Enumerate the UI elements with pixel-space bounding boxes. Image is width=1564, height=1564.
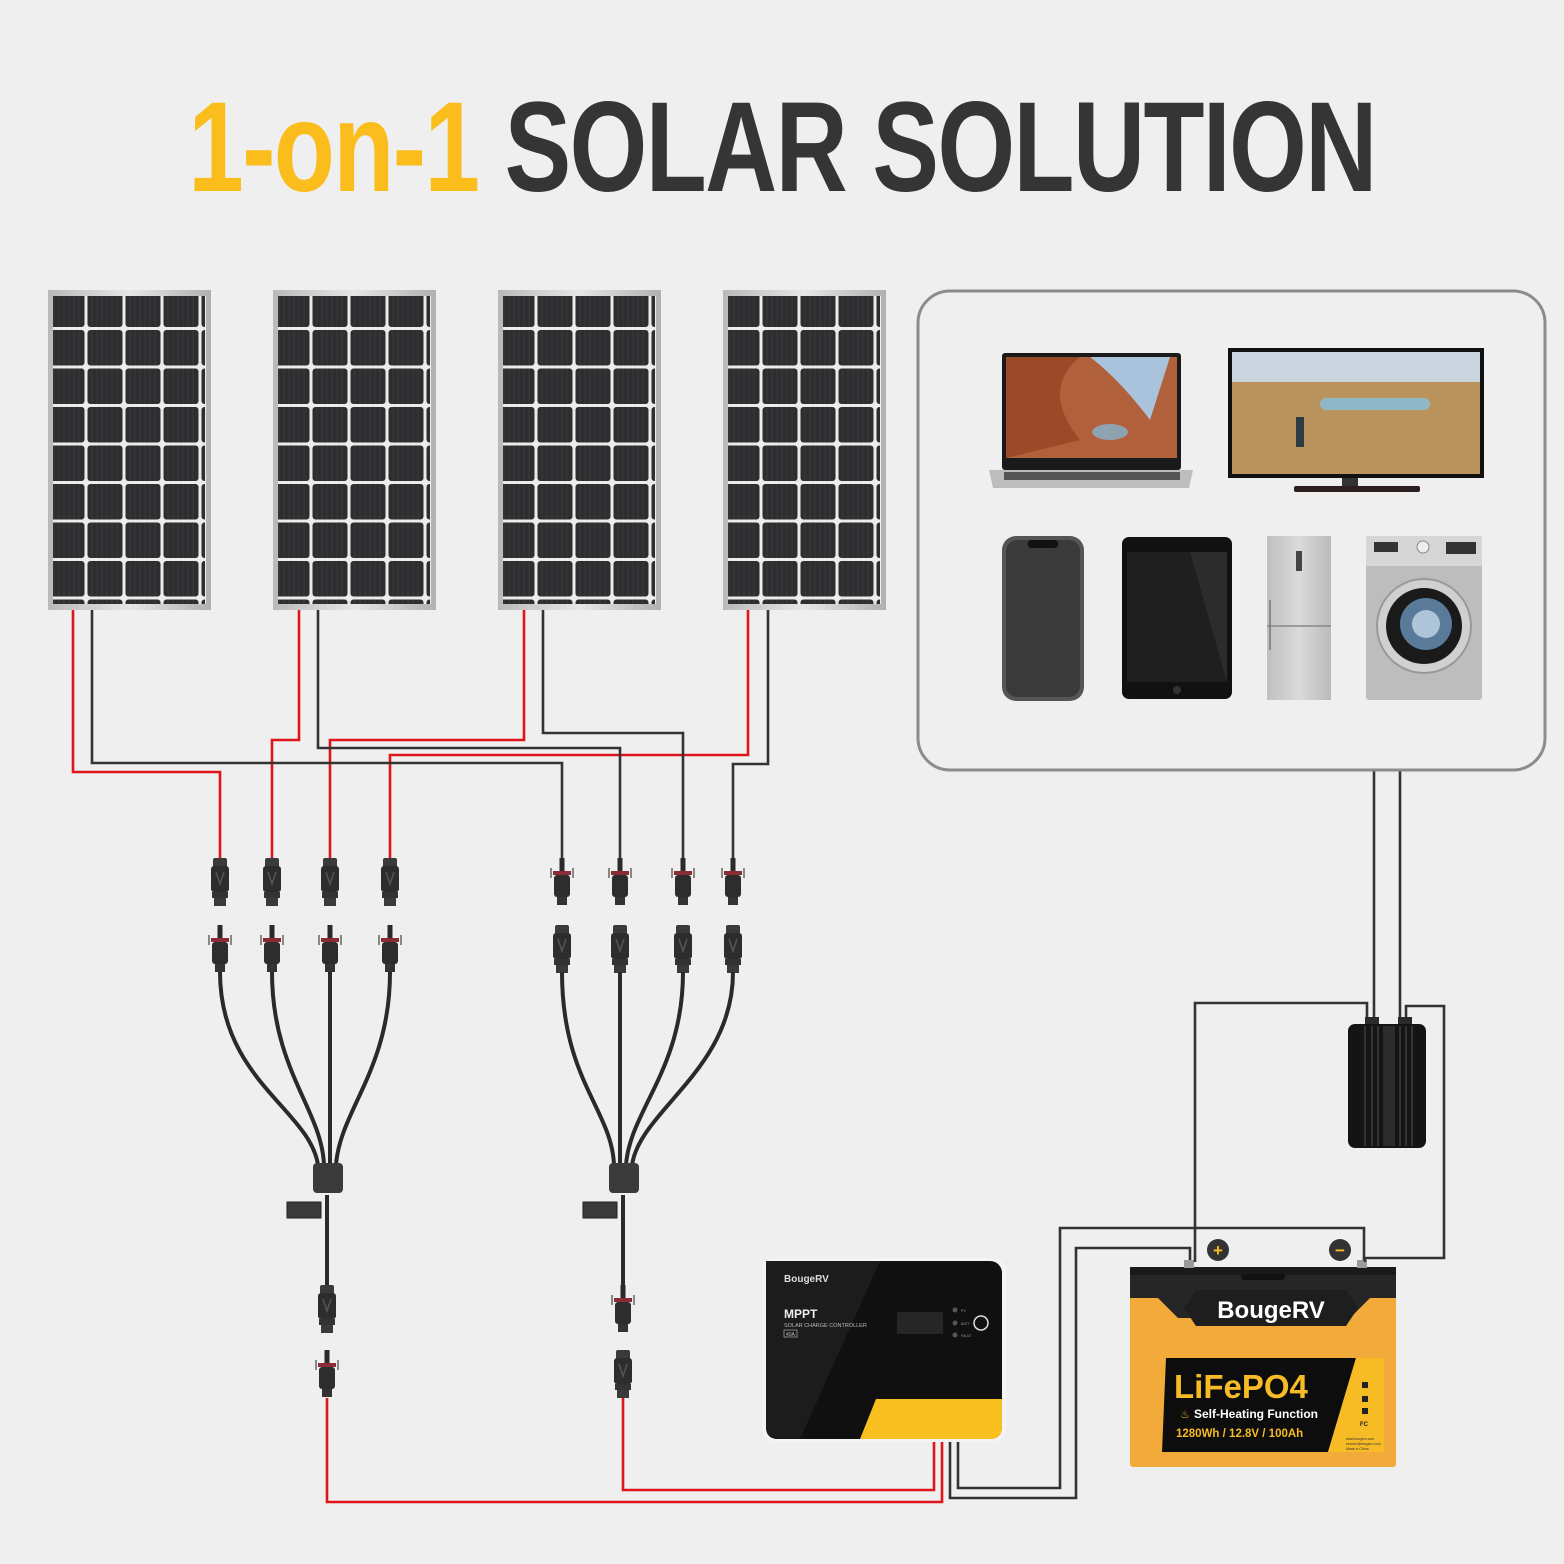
led-fault [952,1332,958,1338]
led-batt [952,1320,958,1326]
fc-mark: FC [1360,1422,1369,1428]
negative-terminal-icon [1329,1239,1351,1261]
laptop-icon [989,353,1193,488]
positive-terminal-icon [1207,1239,1229,1261]
svg-text:BATT: BATT [961,1322,971,1326]
inverter-wiring [1193,770,1446,1262]
output-connectors [315,1284,635,1399]
controller-pv-wiring [325,1398,944,1504]
page-title: 1-on-1 SOLAR SOLUTION [172,78,1392,218]
led-pv [952,1307,958,1313]
battery-chemistry: LiFePO4 [1174,1368,1309,1405]
controller-model: MPPT [784,1307,818,1321]
copper-tag-negative [582,1201,618,1219]
solar-panel-2 [273,290,436,610]
svg-text:service@bougerv.com: service@bougerv.com [1346,1442,1381,1446]
title-accent: 1-on-1 [188,76,480,219]
svg-text:+: + [1213,1241,1223,1260]
mc4-connectors-positive [208,857,402,973]
certification-icons [1362,1382,1368,1414]
solar-panel-3 [498,290,661,610]
battery-feature: Self-Heating Function [1194,1407,1318,1421]
lifepo4-battery: BougeRV LiFePO4 ♨ Self-Heating Function … [1130,1239,1396,1467]
mppt-controller: BougeRV MPPT SOLAR CHARGE CONTROLLER 40A… [762,1258,1006,1442]
branch-cable-positive [218,971,392,1288]
inverter [1348,1017,1426,1148]
title-main: SOLAR SOLUTION [504,76,1378,219]
controller-display [897,1312,943,1334]
refrigerator-icon [1267,536,1331,700]
copper-tag-positive [286,1201,322,1219]
svg-text:Made in China: Made in China [1346,1447,1369,1451]
svg-text:PV: PV [961,1309,966,1313]
svg-text:www.bougerv.com: www.bougerv.com [1346,1437,1374,1441]
controller-rating: 40A [786,1332,796,1338]
controller-menu-button[interactable] [973,1315,989,1331]
solar-panel-4 [723,290,886,610]
battery-brand: BougeRV [1217,1297,1325,1324]
solar-panel-1 [48,290,211,610]
battery-specs: 1280Wh / 12.8V / 100Ah [1176,1428,1303,1440]
tablet-icon [1122,537,1232,699]
flame-icon: ♨ [1180,1409,1190,1421]
branch-junction-negative [609,1163,639,1193]
washing-machine-icon [1366,536,1482,700]
panel-wiring [71,610,770,858]
controller-battery-wiring [948,1226,1366,1500]
controller-brand: BougeRV [784,1274,829,1285]
controller-subtitle: SOLAR CHARGE CONTROLLER [784,1323,867,1329]
svg-text:FAULT: FAULT [961,1334,972,1338]
branch-cable-negative [560,971,735,1288]
svg-text:−: − [1335,1241,1345,1260]
tv-icon [1228,348,1484,492]
mc4-connectors-negative [550,857,745,974]
branch-junction-positive [313,1163,343,1193]
smartphone-icon [1002,536,1084,701]
